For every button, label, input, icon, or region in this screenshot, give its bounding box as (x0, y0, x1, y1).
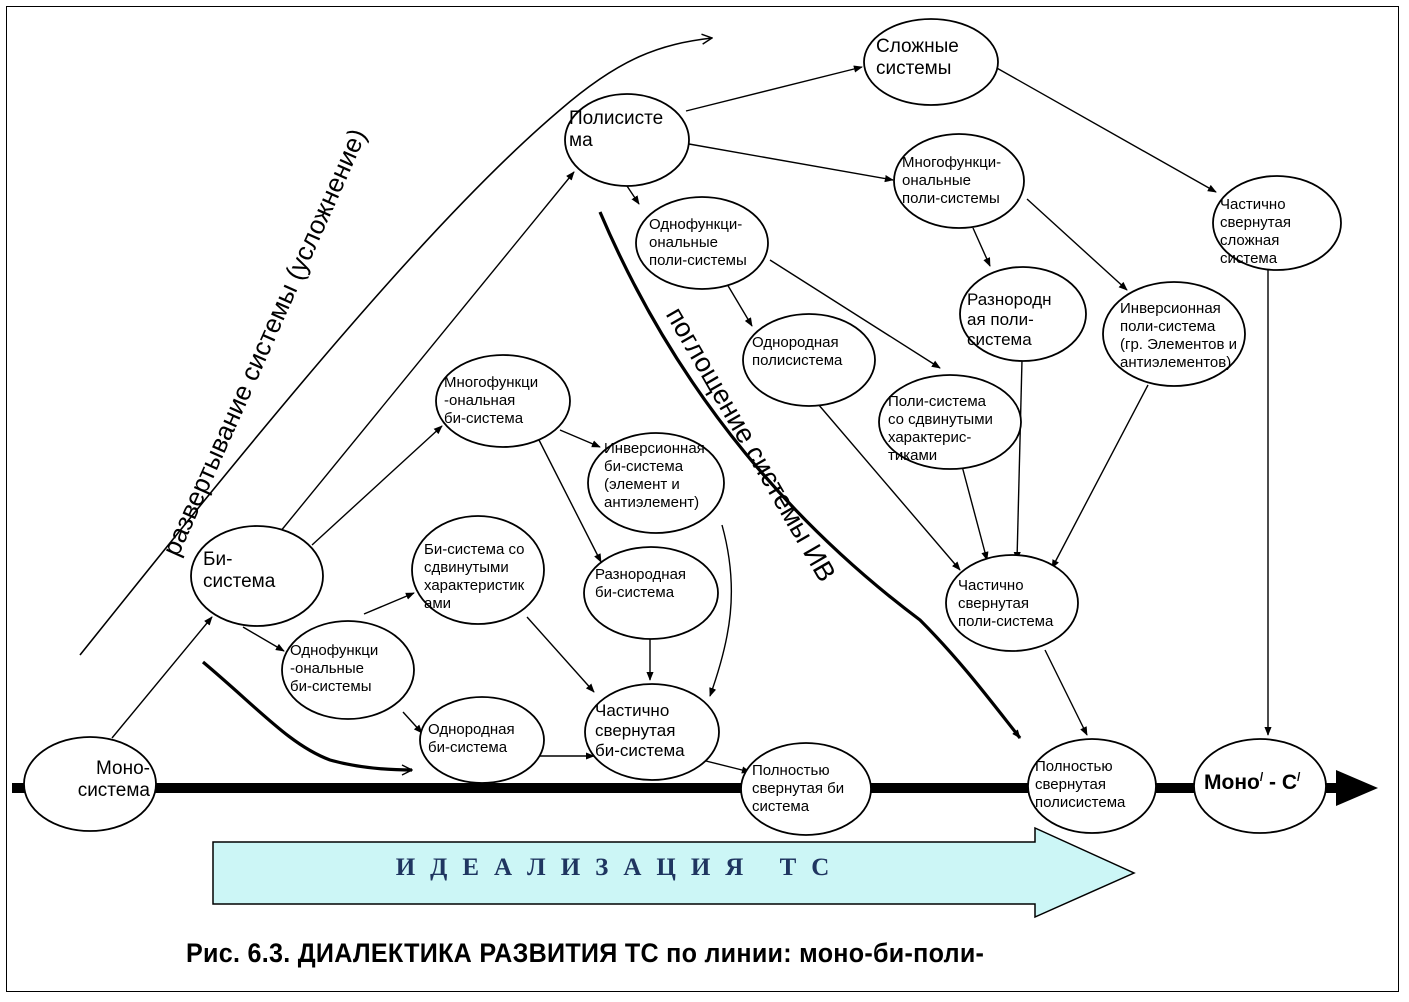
label-single-function-bi: Однофункци -ональные би-системы (290, 642, 379, 695)
unfolding-curve (79, 38, 712, 656)
node-shifted-bi (411, 515, 545, 625)
label-fully-folded-bi: Полностью свернутая би система (752, 762, 845, 815)
label-partially-folded-complex: Частично свернутая сложная система (1220, 196, 1291, 267)
node-fully-folded-bi (740, 742, 872, 836)
label-multifunctional-poly: Многофункци- ональные поли-системы (902, 154, 1002, 207)
node-heterogeneous-bi (583, 546, 719, 640)
label-single-function-poly: Однофункци- ональные поли-системы (649, 216, 747, 269)
label-poly-system: Полисисте ма (569, 108, 664, 151)
node-multifunctional-poly (893, 133, 1025, 229)
lower-thick-curve (201, 660, 412, 770)
node-bi-system (190, 525, 324, 627)
node-multifunctional-bi (435, 354, 571, 448)
node-single-function-bi (281, 620, 415, 720)
label-shifted-poly: Поли-система со сдвинутыми характерис- т… (888, 393, 993, 464)
label-heterogeneous-bi: Разнородная би-система (595, 566, 687, 601)
label-homogeneous-poly: Однородная полисистема (752, 334, 843, 369)
node-fully-folded-poly (1027, 738, 1157, 834)
figure-caption: Рис. 6.3. ДИАЛЕКТИКА РАЗВИТИЯ ТС по лини… (186, 938, 985, 968)
label-homogeneous-bi: Однородная би-система (428, 721, 515, 756)
node-single-function-poly (635, 196, 769, 290)
figure-frame (6, 6, 1399, 992)
label-mono-c: Моно/ - С/ (1204, 770, 1301, 794)
node-heterogeneous-poly (959, 266, 1087, 362)
label-inverse-poly: Инверсионная поли-система (гр. Элементов… (1120, 300, 1238, 371)
node-partially-folded-poly (945, 554, 1079, 652)
label-fully-folded-poly: Полностью свернутая полисистема (1035, 758, 1126, 811)
label-partially-folded-bi: Частично свернутая би-система (595, 701, 685, 760)
node-partially-folded-complex (1212, 175, 1342, 271)
node-poly-system (564, 93, 690, 187)
label-shifted-bi: Би-система со сдвинутыми характеристик а… (424, 541, 525, 612)
node-homogeneous-poly (742, 313, 876, 407)
idealization-arrow (212, 826, 1136, 919)
node-complex-systems (863, 18, 999, 106)
node-mono-c (1193, 738, 1327, 834)
label-inverse-bi: Инверсионная би-система (элемент и антиэ… (604, 440, 705, 511)
node-partially-folded-bi (584, 683, 720, 781)
node-inverse-poly (1102, 281, 1246, 387)
idealization-label: ИДЕАЛИЗАЦИЯ ТС (395, 854, 845, 881)
label-partially-folded-poly: Частично свернутая поли-система (958, 577, 1054, 630)
node-mono-system (23, 736, 157, 832)
label-heterogeneous-poly: Разнородн ая поли- система (967, 290, 1052, 349)
node-shifted-poly (878, 374, 1022, 470)
connector-arrows (111, 65, 1272, 774)
node-inverse-bi (587, 432, 725, 534)
label-multifunctional-bi: Многофункци -ональная би-система (444, 374, 539, 427)
label-bi-system: Би- система (203, 549, 276, 592)
node-homogeneous-bi (419, 696, 545, 784)
main-axis-arrowhead (1336, 770, 1378, 806)
absorption-curve (598, 211, 1022, 739)
label-mono-system: Моно- система (77, 758, 150, 801)
label-complex-systems: Сложные системы (876, 36, 959, 79)
